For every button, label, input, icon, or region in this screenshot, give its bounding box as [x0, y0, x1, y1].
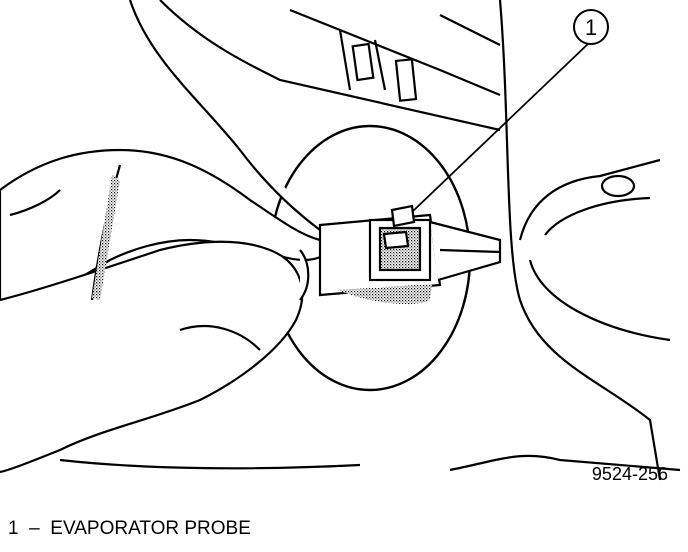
figure-id: 9524-256 [592, 464, 668, 484]
legend-item: 1 – EVAPORATOR PROBE [8, 518, 251, 540]
callout-circle [573, 9, 609, 45]
hvac-housing [159, 0, 681, 481]
hand-illustration [0, 0, 361, 474]
legend-number: 1 [8, 518, 19, 539]
callout-number: 1 [585, 15, 597, 40]
legend-separator: – [29, 518, 40, 539]
callout-leader-line [411, 41, 591, 213]
hand-shading [92, 175, 120, 300]
evaporator-probe [318, 204, 502, 305]
legend-text: EVAPORATOR PROBE [50, 518, 251, 539]
